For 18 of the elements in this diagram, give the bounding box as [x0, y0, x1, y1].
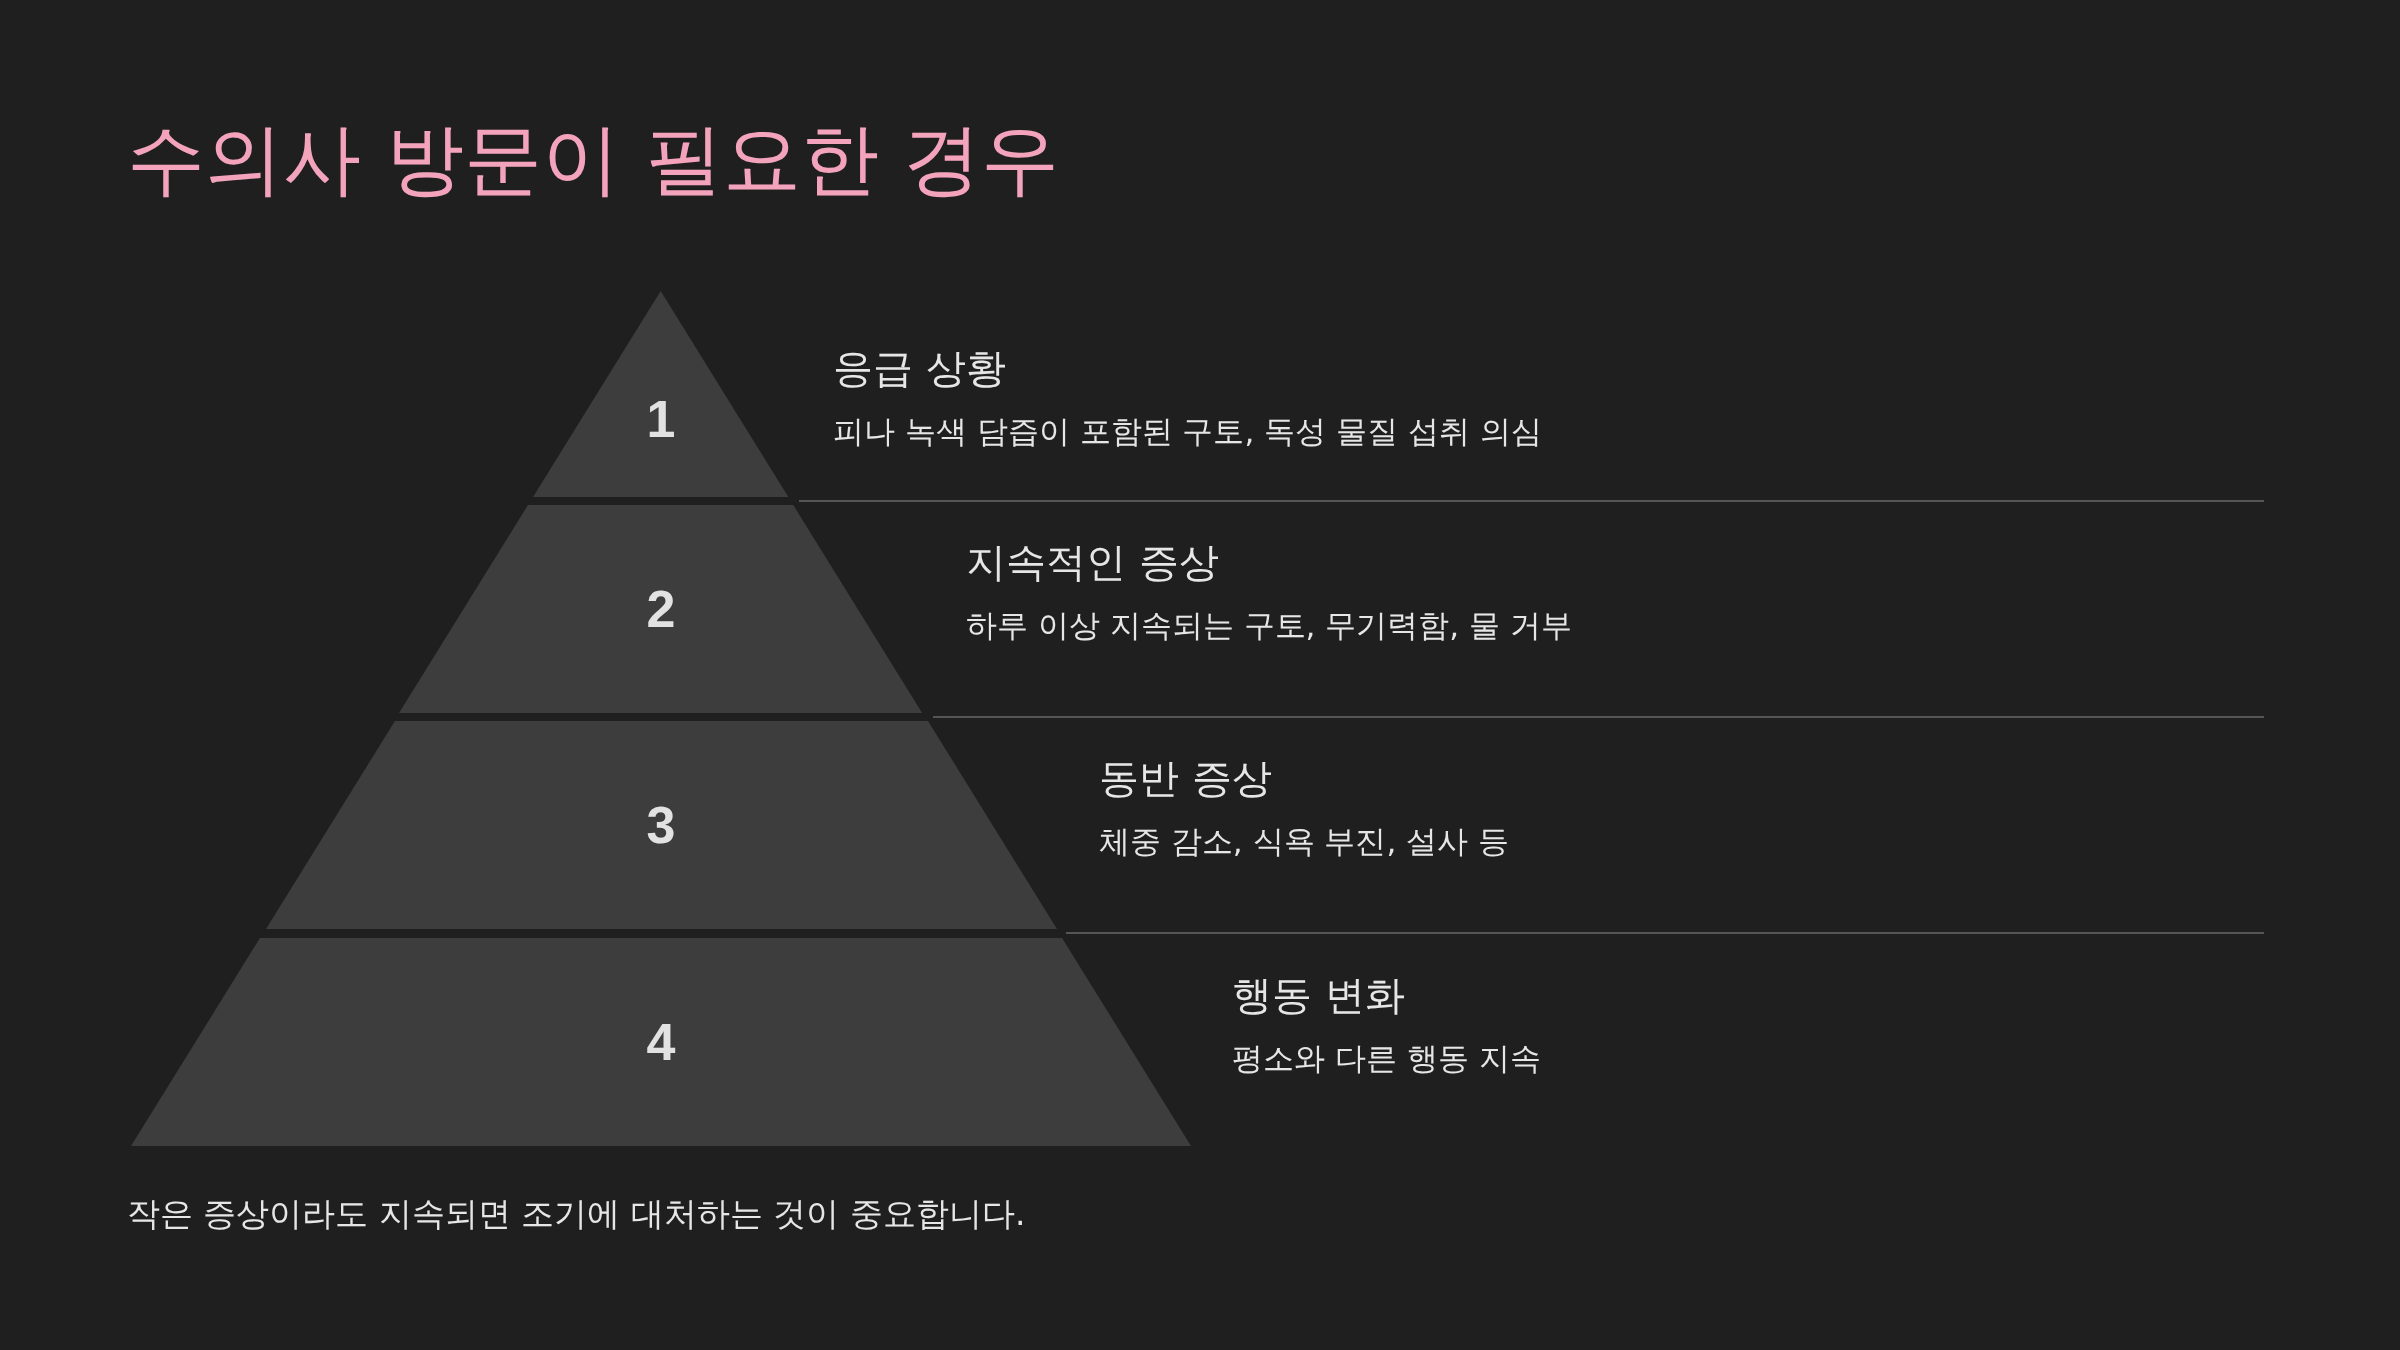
- level-heading: 응급 상황: [833, 344, 1006, 393]
- title: 수의사 방문이 필요한 경우: [127, 113, 1060, 206]
- pyramid-layer: [265, 721, 1057, 929]
- level-heading: 지속적인 증상: [966, 538, 1219, 587]
- pyramid-layer: [533, 291, 789, 497]
- level-heading: 동반 증상: [1099, 754, 1272, 803]
- level-description: 평소와 다른 행동 지속: [1232, 1039, 1541, 1078]
- layer-number: 1: [646, 388, 676, 449]
- pyramid-layer: [131, 938, 1191, 1146]
- layer-number: 2: [646, 579, 676, 639]
- pyramid-layer: [399, 505, 923, 713]
- layer-number: 4: [646, 1012, 676, 1072]
- layer-number: 3: [646, 795, 676, 855]
- level-description: 체중 감소, 식욕 부진, 설사 등: [1099, 822, 1509, 861]
- footnote: 작은 증상이라도 지속되면 조기에 대처하는 것이 중요합니다.: [127, 1193, 1026, 1235]
- level-description: 피나 녹색 담즙이 포함된 구토, 독성 물질 섭취 의심: [833, 412, 1542, 451]
- level-description: 하루 이상 지속되는 구토, 무기력함, 물 거부: [966, 606, 1572, 645]
- level-heading: 행동 변화: [1232, 971, 1405, 1020]
